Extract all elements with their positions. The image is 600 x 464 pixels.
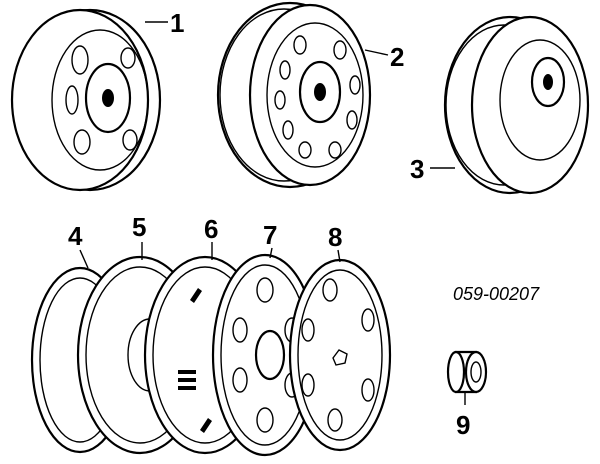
callout-4: 4 (68, 221, 83, 251)
callout-8: 8 (328, 222, 342, 252)
wheel-1 (10, 8, 162, 192)
part-code: 059-00207 (453, 284, 540, 304)
callout-3: 3 (410, 154, 424, 184)
wheel-cover-7 (211, 253, 319, 457)
callout-6: 6 (204, 214, 218, 244)
leader-lines (79, 21, 466, 405)
wheel-2 (216, 1, 372, 189)
center-cap-9 (446, 350, 488, 394)
callout-7: 7 (263, 220, 277, 250)
wheel-cover-8 (288, 258, 392, 452)
callout-5: 5 (132, 212, 146, 242)
wheel-3 (443, 15, 590, 195)
callout-9: 9 (456, 410, 470, 440)
callout-2: 2 (390, 42, 404, 72)
callout-1: 1 (170, 8, 184, 38)
